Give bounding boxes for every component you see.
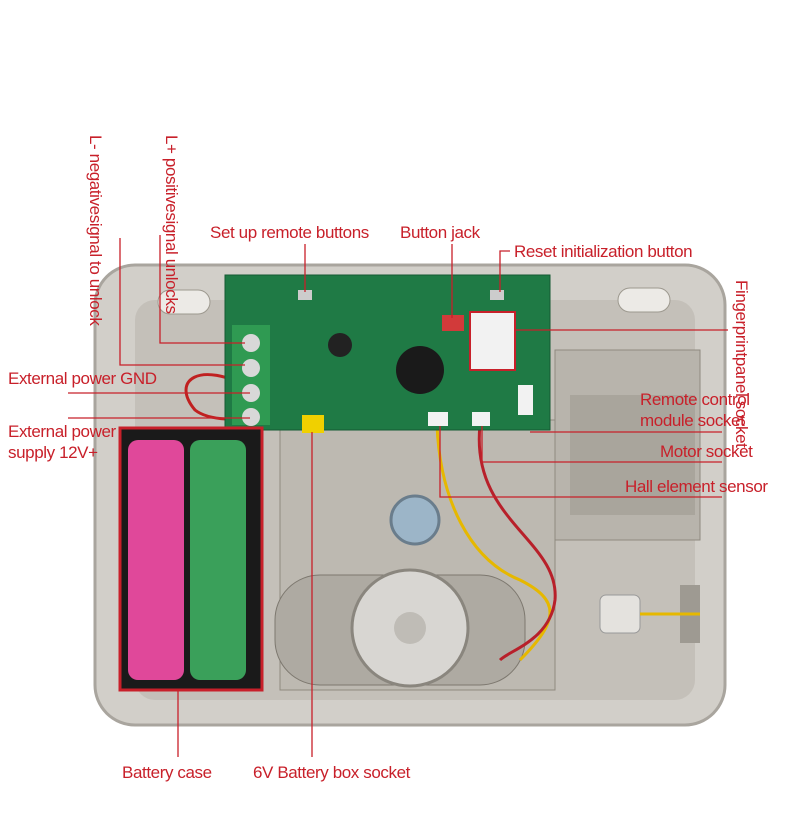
label-ext-gnd: External power GND — [8, 369, 157, 388]
label-line: Remote control — [640, 390, 750, 409]
terminal-screw — [242, 408, 260, 426]
label-fingerprint: Fingerprintpanel socket — [730, 280, 752, 448]
bolt-face — [570, 395, 695, 515]
label-l-positive: L+ positivesignal unlocks — [160, 135, 182, 314]
capacitor — [328, 333, 352, 357]
motor-shaft — [394, 612, 426, 644]
terminal-screw — [242, 384, 260, 402]
label-line: L- negative — [86, 135, 105, 215]
hall-socket — [472, 412, 490, 426]
label-line: External power — [8, 422, 116, 441]
hall-magnet — [389, 494, 441, 546]
mounting-slot — [157, 289, 211, 315]
terminal-screw — [242, 359, 260, 377]
buzzer — [396, 346, 444, 394]
battery-box-socket — [302, 415, 324, 433]
setup-remote-button — [298, 290, 312, 300]
label-hall-sensor: Hall element sensor — [625, 477, 768, 496]
label-motor-socket: Motor socket — [660, 442, 753, 461]
button-jack — [442, 315, 464, 331]
label-line: signal to unlock — [86, 214, 105, 326]
terminal-screw — [242, 334, 260, 352]
remote-module-socket — [518, 385, 533, 415]
label-battery-case: Battery case — [122, 763, 212, 782]
label-line: supply 12V+ — [8, 443, 98, 462]
motor-wire — [477, 424, 557, 662]
battery-pink — [128, 440, 184, 680]
label-reset-button: Reset initialization button — [514, 242, 693, 261]
label-setup-remote: Set up remote buttons — [210, 223, 369, 242]
battery-green — [190, 440, 246, 680]
label-remote-module: Remote control module socket — [640, 389, 750, 431]
motor-socket — [428, 412, 448, 426]
fingerprint-socket — [469, 311, 516, 371]
label-battery-socket: 6V Battery box socket — [253, 763, 410, 782]
mounting-slot — [617, 287, 671, 313]
label-line: L+ positive — [162, 135, 181, 213]
label-line: panel socket — [732, 356, 751, 448]
label-line: module socket — [640, 411, 745, 430]
label-ext-12v: External power supply 12V+ — [8, 421, 116, 463]
leader-lines — [68, 235, 728, 757]
label-button-jack: Button jack — [400, 223, 480, 242]
label-line: signal unlocks — [162, 212, 181, 314]
label-line: Fingerprint — [732, 280, 751, 357]
hall-connector — [599, 594, 641, 634]
label-l-negative: L- negativesignal to unlock — [84, 135, 106, 326]
reset-button — [490, 290, 504, 300]
